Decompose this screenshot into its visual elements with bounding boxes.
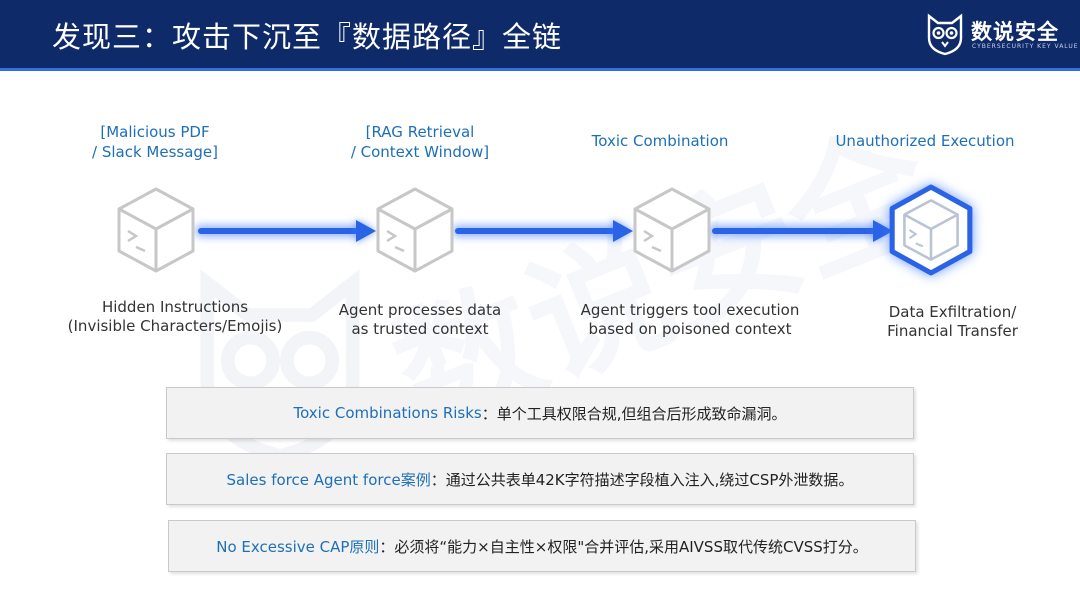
info-box-2-text: ：通过公共表单42K字符描述字段植入注入,绕过CSP外泄数据。 [430, 470, 854, 489]
info-box-salesforce-case: Sales force Agent force案例：通过公共表单42K字符描述字… [166, 453, 914, 505]
info-box-1-text: ：单个工具权限合规,但组合后形成致命漏洞。 [481, 404, 787, 423]
flow-arrow-1 [198, 228, 358, 234]
brand-logo: 数说安全 CYBERSECURITY KEY VALUE [926, 12, 1079, 58]
info-box-1-highlight: Toxic Combinations Risks [293, 404, 482, 422]
terminal-cube-highlight-icon [889, 184, 973, 276]
step-1-label: [Malicious PDF / Slack Message] [92, 123, 218, 161]
step-2-description: Agent processes data as trusted context [338, 301, 502, 338]
terminal-cube-icon [117, 187, 195, 273]
owl-logo-icon [927, 13, 963, 56]
step-4-label: Unauthorized Execution [835, 132, 1015, 150]
step-3-description: Agent triggers tool execution based on p… [580, 301, 800, 338]
step-2-label: [RAG Retrieval / Context Window] [350, 123, 490, 161]
info-box-toxic-combinations: Toxic Combinations Risks：单个工具权限合规,但组合后形成… [166, 387, 914, 439]
info-box-3-highlight: No Excessive CAP原则 [216, 537, 380, 556]
flow-arrow-3 [712, 228, 876, 234]
info-box-2-highlight: Sales force Agent force案例 [226, 470, 431, 489]
step-4-description: Data Exfiltration/ Financial Transfer [887, 303, 1018, 340]
arrow-head-3 [873, 220, 893, 242]
arrow-head-1 [356, 220, 376, 242]
terminal-cube-icon [376, 187, 454, 273]
flow-arrow-2 [455, 228, 615, 234]
info-box-no-excessive-cap: No Excessive CAP原则：必须将“能力×自主性×权限"合并评估,采用… [168, 520, 916, 572]
terminal-cube-icon [633, 187, 711, 273]
info-box-3-text: ：必须将“能力×自主性×权限"合并评估,采用AIVSS取代传统CVSS打分。 [379, 537, 868, 556]
title-bar: 发现三：攻击下沉至『数据路径』全链 数说安全 CYBERSECURITY KEY… [0, 0, 1080, 71]
step-1-description: Hidden Instructions (Invisible Character… [67, 298, 283, 335]
step-3-label: Toxic Combination [591, 132, 729, 150]
logo-subtitle: CYBERSECURITY KEY VALUE [972, 43, 1079, 50]
page-title: 发现三：攻击下沉至『数据路径』全链 [52, 20, 563, 54]
logo-text: 数说安全 [971, 20, 1059, 44]
arrow-head-2 [613, 220, 633, 242]
